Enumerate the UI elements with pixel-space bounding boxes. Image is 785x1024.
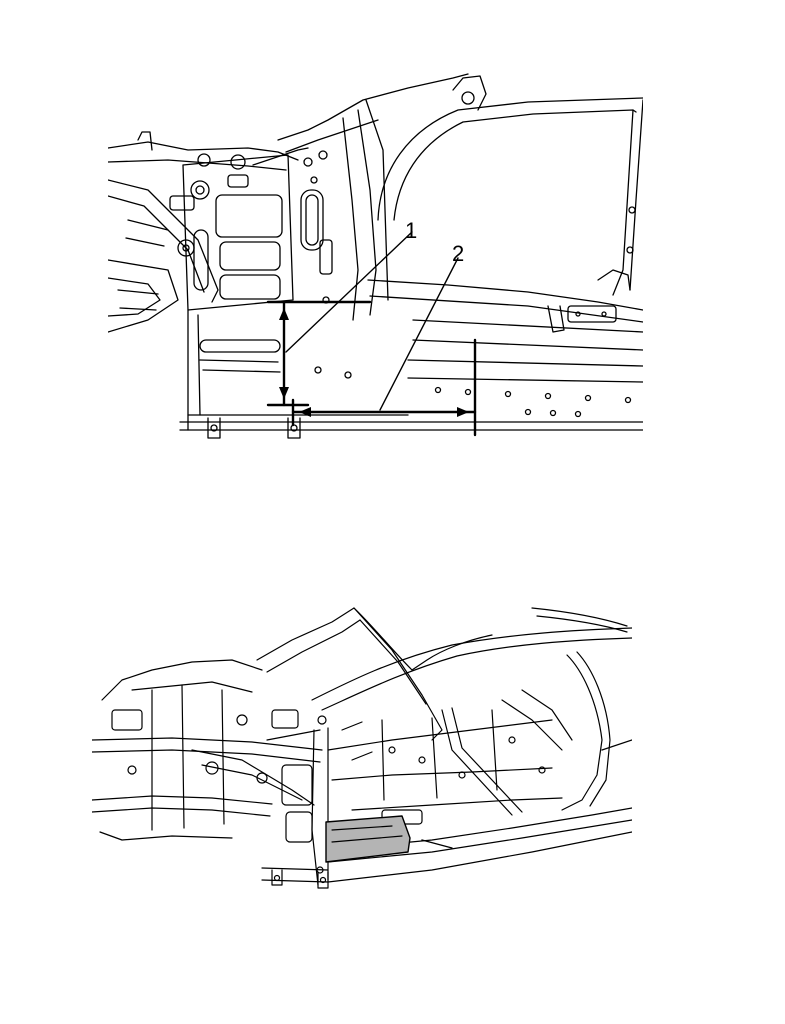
front-frame-rails [92,659,323,841]
callout-1-label: 1 [405,218,417,243]
callout-2-label: 2 [452,241,464,266]
body-side-measurement-drawing: 1 2 [108,73,643,439]
floor-pan [327,689,573,825]
door-opening [377,75,643,296]
rocker-panel [261,807,632,883]
front-structure [108,131,299,333]
body-side-overview-drawing [92,607,632,889]
body-side-measurement-diagram: 1 2 [108,70,643,440]
leader-line-1 [285,231,413,353]
leader-lines [285,231,459,411]
roof-and-rear-pillar [311,607,632,811]
windshield-opening [353,607,493,671]
pointer-line [421,839,453,849]
measurement-lines [266,300,477,437]
rocker-sill [179,279,643,439]
leader-line-2 [379,257,459,411]
dimension-arrowheads [279,308,469,417]
front-pillar [256,607,443,886]
a-pillar [277,73,469,379]
hinge-pillar-panel [182,147,309,311]
highlighted-section-detail [331,825,403,843]
lower-attach-points [271,869,329,889]
body-side-overview-diagram [92,600,632,895]
